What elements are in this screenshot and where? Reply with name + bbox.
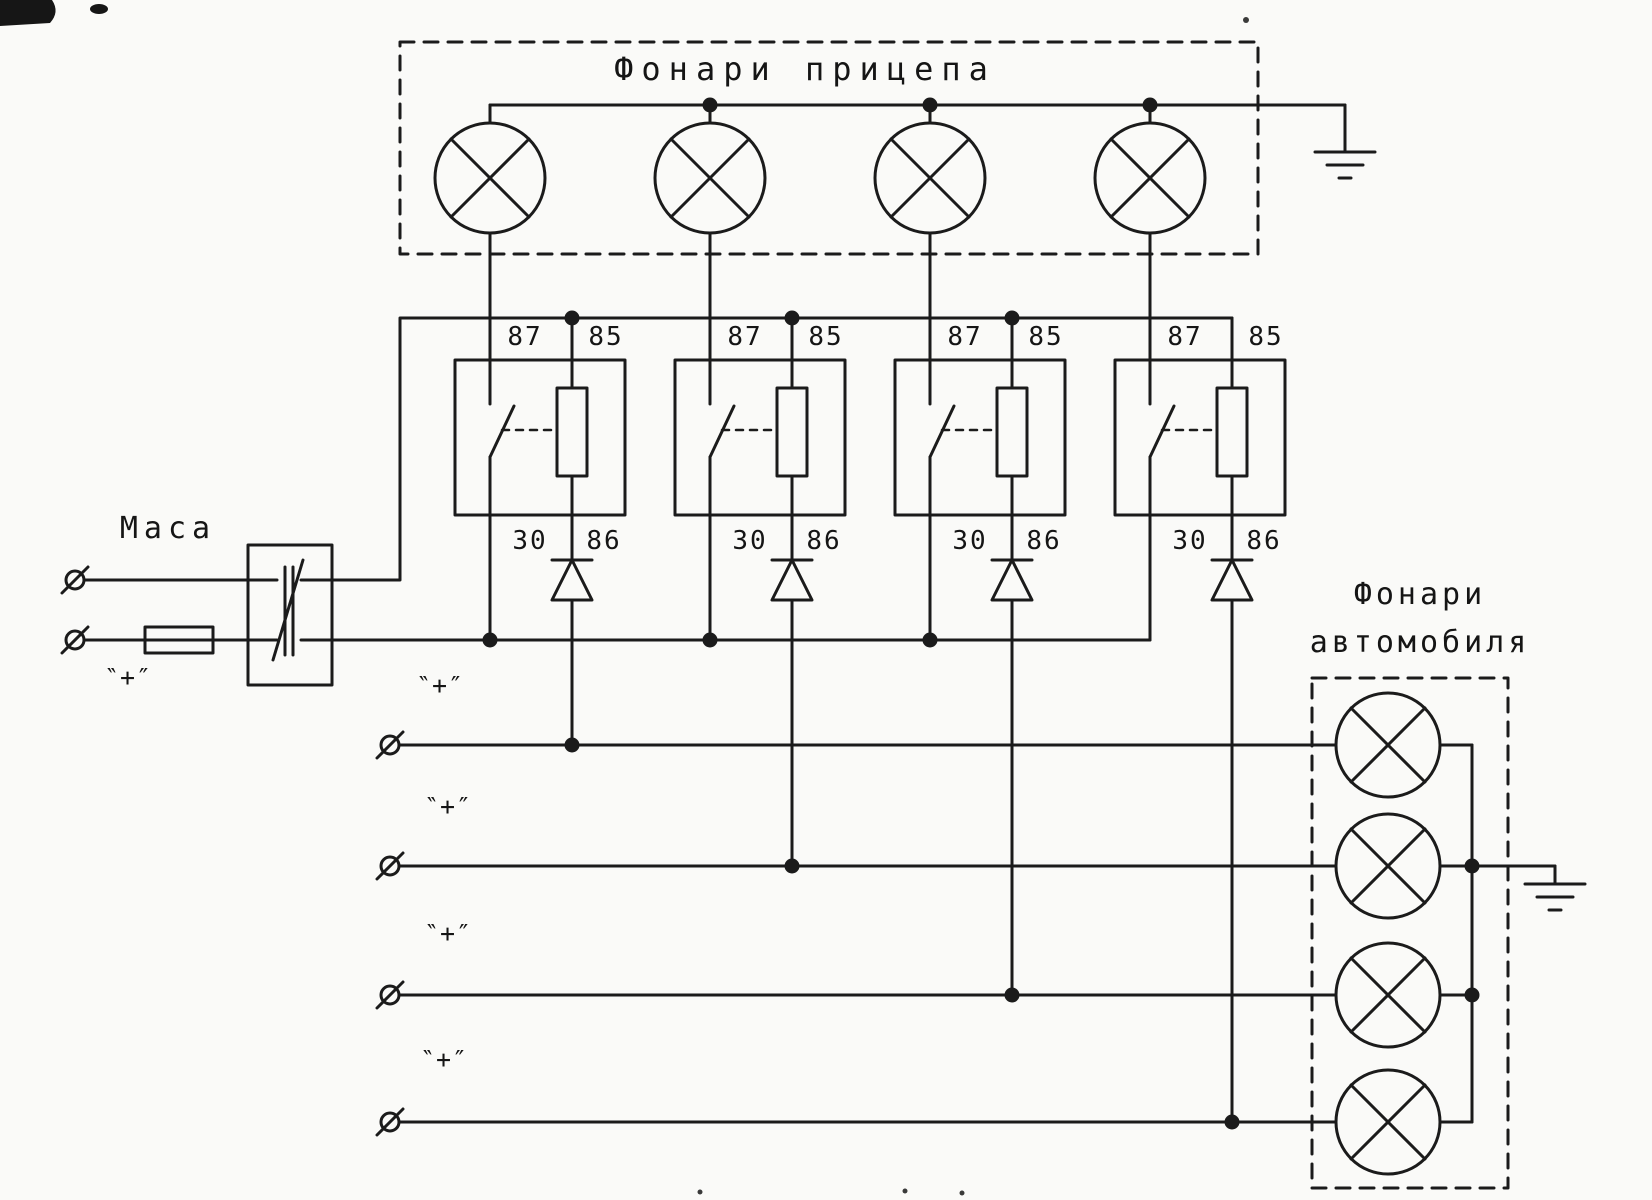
input4-plus-label: ‶+″: [420, 1045, 468, 1074]
diode-2: [770, 558, 814, 602]
car-lamp-2: [1334, 812, 1474, 920]
relay-3: 87 85 30 86: [893, 231, 1067, 997]
car-lamp-bus: [1464, 743, 1587, 1124]
relay2-terminal-85: 85: [808, 322, 843, 352]
diode-3: [990, 558, 1034, 602]
relay-coil-bus: [330, 310, 1234, 582]
masa-label: Маса: [120, 511, 216, 546]
relay-2: 87 85 30 86: [673, 231, 847, 868]
relay4-terminal-85: 85: [1248, 322, 1283, 352]
input1-plus-label: ‶+″: [416, 671, 464, 700]
fuse-plus-label: ‶+″: [104, 663, 152, 692]
relay3-terminal-87: 87: [947, 322, 982, 352]
trailer-lights-section: Фонари прицепа: [398, 40, 1260, 256]
input-line-3: ‶+″: [375, 919, 1338, 1010]
car-lamp-4: [1334, 1068, 1474, 1176]
relay2-terminal-87: 87: [727, 322, 762, 352]
relay2-terminal-30: 30: [732, 526, 767, 556]
relay-supply-bus: [330, 632, 1152, 648]
relay-coil: [995, 386, 1029, 478]
car-lights-title-line2: автомобиля: [1310, 625, 1531, 660]
trailer-lamp-1: [433, 103, 547, 235]
trailer-top-bus: [488, 97, 1377, 180]
relay1-terminal-86: 86: [586, 526, 621, 556]
scan-artifacts: [0, 0, 1249, 1196]
fuse-icon: [143, 625, 215, 655]
relay-coil: [555, 386, 589, 478]
input-line-2: ‶+″: [375, 792, 1338, 881]
trailer-lights-title: Фонари прицепа: [614, 50, 996, 88]
car-lights-section: Фонари автомобиля: [1310, 577, 1531, 1190]
switch-box: [246, 543, 334, 687]
relay1-terminal-30: 30: [512, 526, 547, 556]
car-lights-border: [1310, 676, 1510, 1190]
relay1-terminal-87: 87: [507, 322, 542, 352]
diode-4: [1210, 558, 1254, 602]
junction-dot: [1004, 987, 1020, 1003]
relay-4: 87 85 30 86: [1113, 231, 1287, 1124]
relay-1: 87 85 30 86: [453, 231, 627, 747]
junction-dot: [1464, 987, 1480, 1003]
relay3-terminal-85: 85: [1028, 322, 1063, 352]
trailer-lamp-2: [653, 103, 767, 235]
relay-coil: [1215, 386, 1249, 478]
input-line-4: ‶+″: [375, 1045, 1338, 1137]
car-lamp-3: [1334, 941, 1474, 1049]
relay3-terminal-86: 86: [1026, 526, 1061, 556]
relay4-terminal-86: 86: [1246, 526, 1281, 556]
relay2-terminal-86: 86: [806, 526, 841, 556]
relay-coil: [775, 386, 809, 478]
trailer-lamp-4: [1093, 103, 1207, 235]
car-lamp-1: [1334, 691, 1474, 799]
relay4-terminal-87: 87: [1167, 322, 1202, 352]
junction-dot: [784, 858, 800, 874]
ground-symbol-top: [1313, 150, 1377, 180]
masa-switch: Маса: [60, 511, 334, 687]
fuse-input: ‶+″: [60, 625, 250, 692]
input2-plus-label: ‶+″: [424, 792, 472, 821]
relay4-terminal-30: 30: [1172, 526, 1207, 556]
input-line-1: ‶+″: [375, 671, 1338, 760]
junction-dot: [1224, 1114, 1240, 1130]
ground-symbol-right: [1523, 882, 1587, 912]
junction-dot: [564, 737, 580, 753]
relay1-terminal-85: 85: [588, 322, 623, 352]
relay3-terminal-30: 30: [952, 526, 987, 556]
diode-1: [550, 558, 594, 602]
trailer-lights-border: [398, 40, 1260, 256]
trailer-lamp-3: [873, 103, 987, 235]
input3-plus-label: ‶+″: [424, 919, 472, 948]
car-lights-title-line1: Фонари: [1354, 577, 1486, 612]
